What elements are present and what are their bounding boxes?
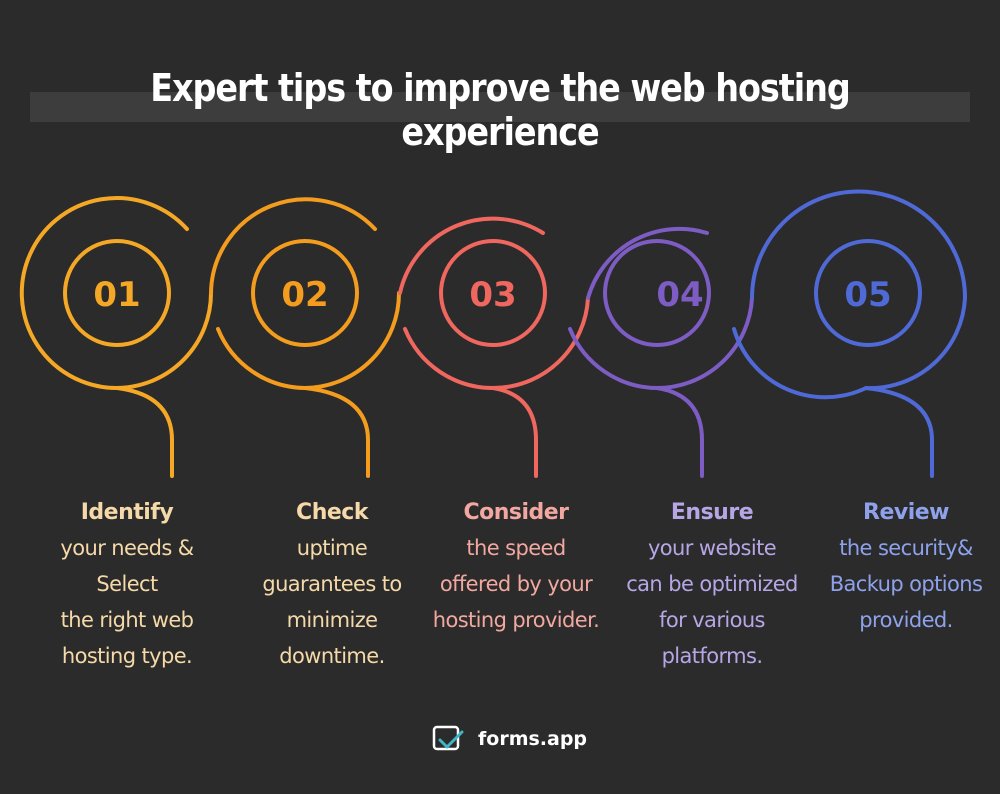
step-3-heading: Consider	[463, 500, 569, 525]
step-1-heading: Identify	[80, 500, 174, 525]
step-5-body: the security& Backup options provided.	[829, 536, 983, 632]
step-2-text: Check uptime guarantees to minimize down…	[232, 496, 432, 674]
step-2-rings	[209, 197, 401, 478]
step-3-number: 03	[469, 275, 516, 315]
step-4-heading: Ensure	[670, 500, 754, 525]
step-1-body: your needs & Select the right web hostin…	[60, 536, 194, 668]
step-2-heading: Check	[296, 500, 368, 525]
step-4-body: your website can be optimized for variou…	[626, 536, 798, 668]
forms-app-logo-icon	[432, 725, 464, 751]
title-background-band	[30, 92, 970, 122]
step-5-number: 05	[844, 275, 891, 315]
step-2-number: 02	[281, 275, 328, 315]
step-1-rings	[19, 196, 213, 478]
step-2-body: uptime guarantees to minimize downtime.	[262, 536, 402, 668]
step-5-heading: Review	[863, 500, 950, 525]
step-5-rings	[732, 189, 968, 478]
step-1-number: 01	[93, 275, 140, 315]
step-3-text: Consider the speed offered by your hosti…	[416, 496, 616, 638]
step-3-rings	[398, 216, 590, 478]
step-5-text: Review the security& Backup options prov…	[806, 496, 1000, 638]
brand-logo: forms.app	[432, 724, 587, 754]
step-4-rings	[568, 226, 754, 478]
step-1-text: Identify your needs & Select the right w…	[27, 496, 227, 674]
step-4-text: Ensure your website can be optimized for…	[612, 496, 812, 674]
brand-name: forms.app	[478, 728, 588, 750]
page-title: Expert tips to improve the web hosting e…	[150, 66, 851, 154]
step-3-body: the speed offered by your hosting provid…	[432, 536, 600, 632]
step-4-number: 04	[656, 275, 703, 315]
